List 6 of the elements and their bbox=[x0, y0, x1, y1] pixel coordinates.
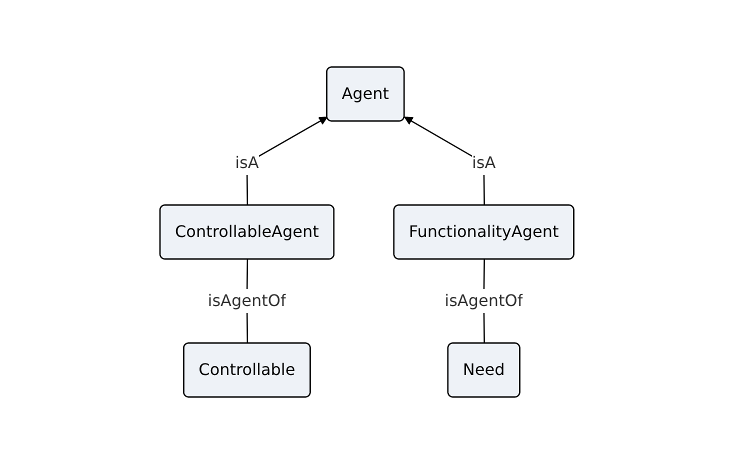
arrow bbox=[246, 116, 328, 205]
edge-label: isAgentOf bbox=[444, 290, 524, 310]
edge-label: isA bbox=[472, 152, 496, 172]
edge-label: isA bbox=[235, 152, 259, 172]
arrow bbox=[404, 116, 486, 205]
edge-label: isAgentOf bbox=[208, 290, 286, 310]
